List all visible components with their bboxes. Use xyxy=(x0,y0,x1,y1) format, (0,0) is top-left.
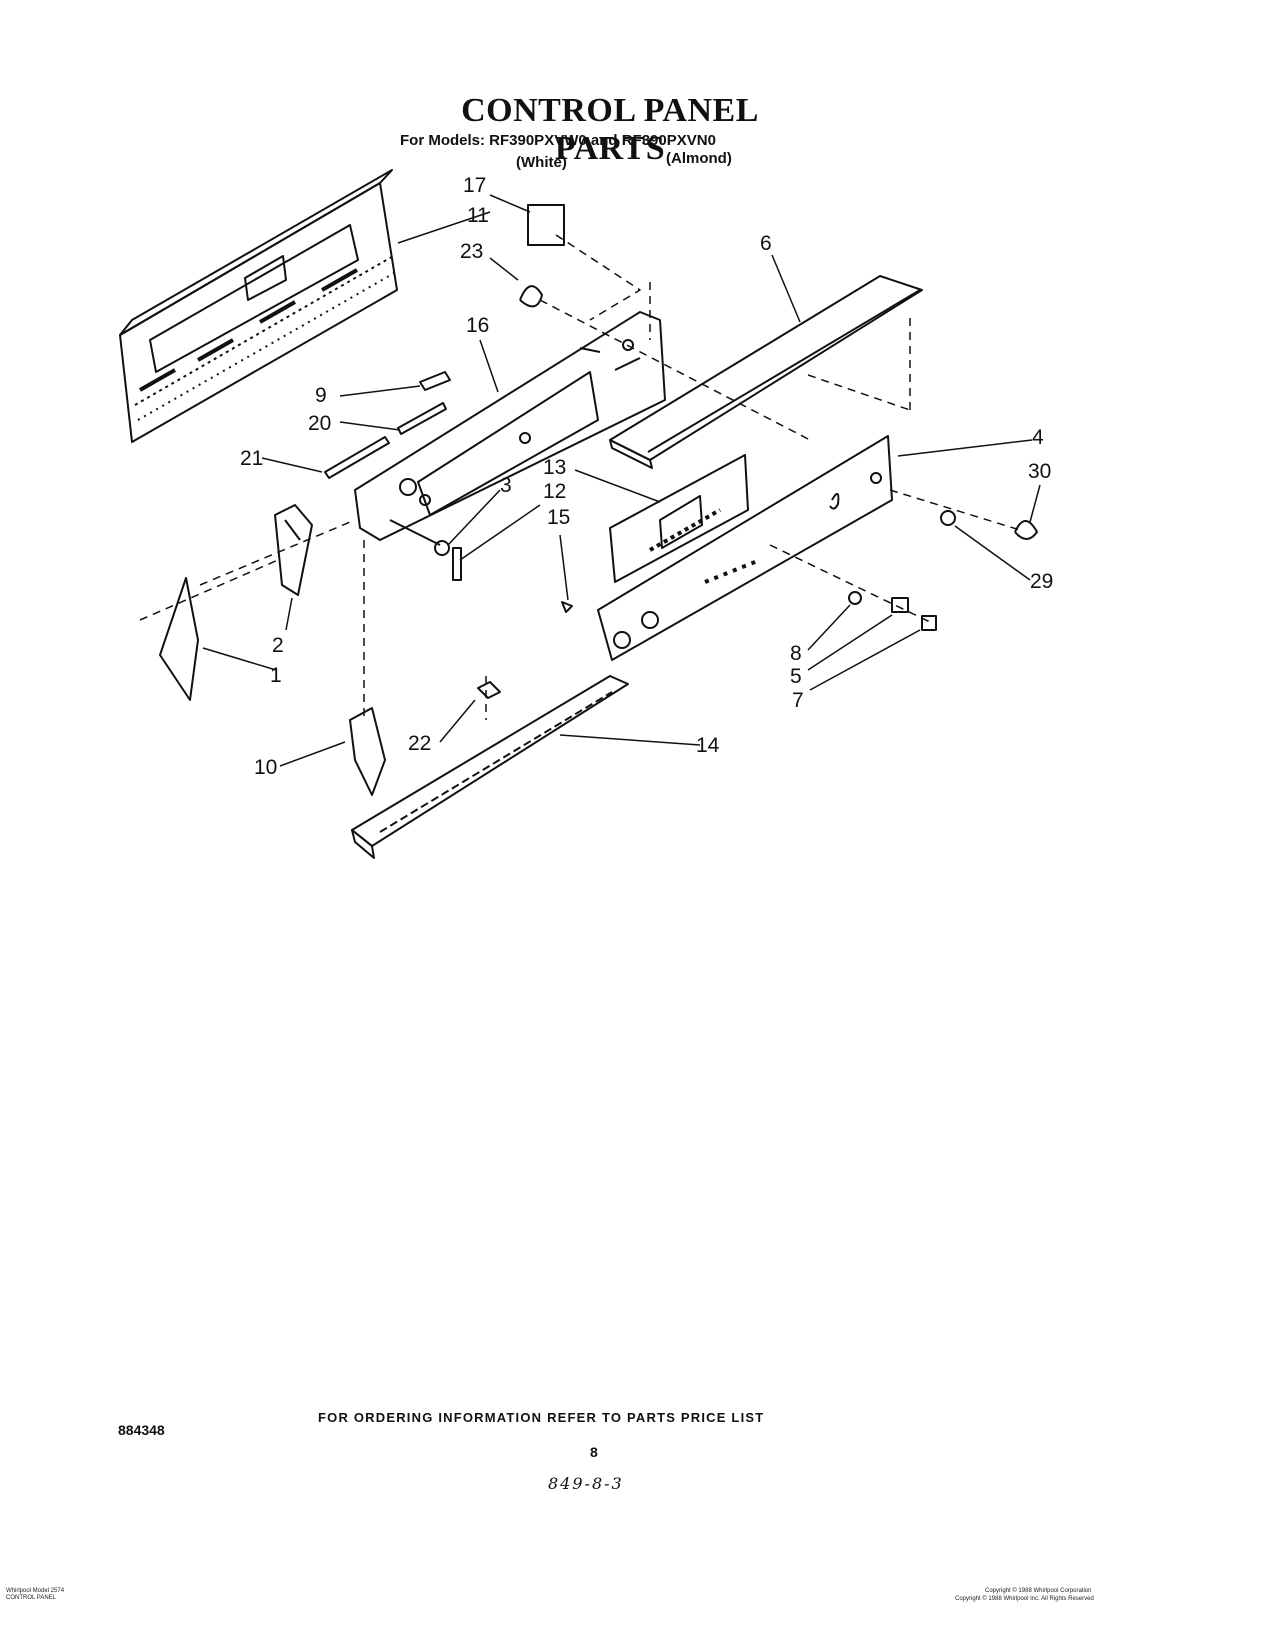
part-4-panel-face xyxy=(597,435,893,661)
callout-9: 9 xyxy=(315,384,327,407)
part-17-switch xyxy=(527,204,565,246)
part-13-control-board xyxy=(609,454,749,583)
part-30-knob xyxy=(1014,520,1038,540)
callout-4: 4 xyxy=(1032,426,1044,449)
part-2-end-bracket xyxy=(274,504,313,596)
part-16-panel-frame xyxy=(354,311,666,546)
color-almond-label: (Almond) xyxy=(666,150,732,167)
part-12-spacer xyxy=(452,547,462,581)
callout-29: 29 xyxy=(1030,570,1053,593)
doc-number: 884348 xyxy=(118,1422,165,1438)
callout-1: 1 xyxy=(270,664,282,687)
callout-21: 21 xyxy=(240,447,263,470)
part-20-bracket xyxy=(397,402,447,435)
part-8-knob-insert xyxy=(848,591,862,605)
callout-17: 17 xyxy=(463,174,486,197)
part-1-end-cap xyxy=(159,577,199,701)
part-21-strip xyxy=(324,436,390,479)
color-white-label: (White) xyxy=(516,154,567,171)
part-10-bracket xyxy=(349,707,386,796)
callout-12: 12 xyxy=(543,480,566,503)
callout-15: 15 xyxy=(547,506,570,529)
page-title: CONTROL PANEL PARTS xyxy=(461,92,759,167)
part-29-button xyxy=(940,510,956,526)
callout-23: 23 xyxy=(460,240,483,263)
callout-30: 30 xyxy=(1028,460,1051,483)
part-23-clip xyxy=(519,285,543,308)
callout-10: 10 xyxy=(254,756,277,779)
copyright-line-1: Copyright © 1988 Whirlpool Corporation xyxy=(985,1588,1092,1594)
part-14-lower-trim xyxy=(351,675,629,859)
part-6-top-trim xyxy=(609,275,923,469)
part-3-screw xyxy=(434,540,450,556)
callout-3: 3 xyxy=(500,474,512,497)
part-22-clip xyxy=(477,681,501,699)
callout-13: 13 xyxy=(543,456,566,479)
part-7-knob xyxy=(921,615,937,631)
part-5-spring xyxy=(891,597,909,613)
callout-5: 5 xyxy=(790,665,802,688)
callout-labels: 17 11 23 6 16 9 20 21 3 13 12 15 4 30 29… xyxy=(240,174,1053,779)
corner-label-1: Whirlpool Model 2574 xyxy=(6,1588,65,1594)
part-15-screw xyxy=(561,601,573,613)
callout-6: 6 xyxy=(760,232,772,255)
copyright-line-2: Copyright © 1988 Whirlpool Inc. All Righ… xyxy=(955,1596,1094,1602)
callout-7: 7 xyxy=(792,689,804,712)
handwritten-note: 849-8-3 xyxy=(548,1474,624,1493)
ordering-note: FOR ORDERING INFORMATION REFER TO PARTS … xyxy=(318,1410,765,1425)
corner-label-2: CONTROL PANEL xyxy=(6,1595,57,1601)
part-11-rear-panel xyxy=(119,169,398,443)
page-number: 8 xyxy=(590,1444,598,1460)
part-9-clip xyxy=(419,371,451,391)
callout-2: 2 xyxy=(272,634,284,657)
callout-leaders xyxy=(202,194,1041,767)
callout-20: 20 xyxy=(308,412,331,435)
callout-16: 16 xyxy=(466,314,489,337)
callout-11: 11 xyxy=(467,204,489,227)
assembly-lines xyxy=(139,234,1021,720)
callout-22: 22 xyxy=(408,732,431,755)
callout-14: 14 xyxy=(696,734,720,757)
models-line: For Models: RF390PXVW0 and RF390PXVN0 xyxy=(400,132,716,149)
callout-8: 8 xyxy=(790,642,802,665)
